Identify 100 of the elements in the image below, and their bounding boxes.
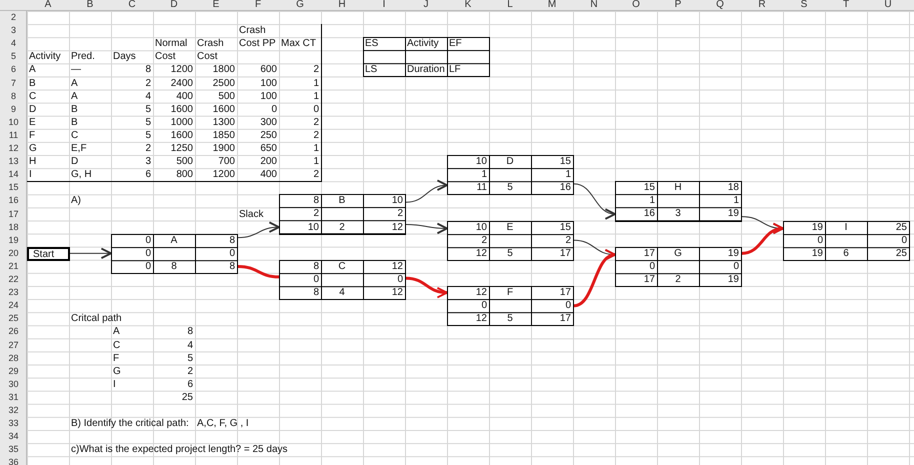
table-value: 500: [217, 90, 236, 103]
early-finish-value: 17: [558, 286, 572, 300]
late-finish-value: 19: [726, 207, 740, 220]
slack-value: 1: [732, 194, 740, 208]
column-letter: H: [337, 0, 347, 11]
late-finish-value: 8: [228, 260, 236, 273]
row-number: 27: [7, 338, 20, 352]
column-letter: B: [86, 0, 94, 11]
early-start-value: 12: [474, 286, 488, 300]
early-finish-value: 12: [390, 260, 404, 273]
key-label: EF: [448, 37, 463, 50]
row-number: 21: [7, 260, 20, 273]
key-label: Duration: [406, 63, 446, 76]
column-letter: N: [589, 0, 599, 11]
table-value: 1: [312, 76, 320, 90]
activity-box: [279, 194, 406, 235]
predecessor-text: D: [70, 155, 80, 168]
duration-value: 5: [506, 181, 514, 194]
table-value: 1800: [212, 63, 236, 76]
table-value: 6: [144, 168, 152, 182]
activity-name: A: [112, 325, 121, 338]
table-header: Crash: [196, 37, 225, 50]
table-value: 650: [259, 142, 278, 155]
early-start-value: 0: [144, 234, 152, 247]
activity-letter: H: [673, 181, 683, 194]
arrow: [574, 183, 616, 219]
row-number: 2: [10, 11, 17, 24]
row-number: 33: [7, 417, 20, 430]
slack-value: 0: [480, 299, 488, 312]
late-start-value: 0: [144, 260, 152, 273]
table-value: 1: [312, 142, 320, 155]
table-value: 1600: [170, 128, 194, 142]
activity-name: G: [112, 364, 122, 378]
slack-value: 2: [480, 234, 488, 247]
activity-box: [111, 234, 238, 274]
predecessor-text: C: [70, 128, 80, 142]
column-letter: L: [506, 0, 514, 11]
activity-name: F: [112, 352, 120, 365]
row-number: 19: [7, 234, 20, 247]
column-letter: P: [674, 0, 682, 11]
row-number: 24: [7, 299, 20, 312]
table-value: 0: [312, 102, 320, 116]
slack-value: 0: [816, 234, 824, 247]
late-start-value: 11: [476, 181, 488, 194]
table-value: 1900: [212, 142, 236, 155]
slack-value: 0: [900, 234, 908, 247]
slack-value: 1: [480, 168, 488, 182]
activity-letter: B: [338, 194, 346, 208]
activity-name: D: [28, 102, 38, 116]
late-start-value: 8: [312, 286, 320, 300]
activity-box: [447, 220, 574, 261]
early-finish-value: 8: [228, 234, 236, 247]
section-label: A): [70, 194, 82, 208]
row-number: 20: [7, 246, 20, 260]
duration-value: 2: [674, 272, 682, 286]
key-label: LS: [364, 63, 378, 76]
table-value: 5: [144, 128, 152, 142]
column-letter: K: [464, 0, 472, 11]
table-value: 5: [144, 102, 152, 116]
early-start-value: 15: [642, 181, 656, 194]
column-letter: A: [44, 0, 52, 11]
row-number: 31: [7, 390, 20, 404]
column-letter: Q: [715, 0, 725, 11]
table-value: 100: [259, 76, 278, 90]
late-finish-value: 19: [726, 272, 740, 286]
activity-box: [447, 286, 574, 326]
row-number: 34: [7, 430, 20, 444]
row-number: 7: [10, 76, 17, 90]
table-value: 2: [144, 76, 152, 90]
duration-value: 4: [186, 338, 194, 352]
table-value: 2: [312, 128, 320, 142]
late-finish-value: 12: [390, 286, 404, 300]
start-label: Start: [32, 248, 56, 261]
late-finish-value: 17: [558, 312, 572, 326]
column-letter: S: [800, 0, 808, 11]
duration-value: 8: [170, 260, 178, 273]
slack-value: 0: [732, 260, 740, 273]
slack-value: 2: [396, 207, 404, 220]
column-letter: E: [212, 0, 220, 11]
answer-text: A,C, F, G , I: [196, 417, 250, 430]
row-number: 32: [7, 404, 20, 417]
row-number: 3: [10, 24, 17, 38]
table-value: 1250: [170, 142, 194, 155]
activity-box: [783, 220, 910, 261]
late-start-value: 16: [642, 207, 656, 220]
row-number: 6: [10, 63, 17, 76]
early-start-value: 19: [810, 220, 824, 234]
late-start-value: 12: [474, 312, 488, 326]
activity-letter: E: [506, 220, 514, 234]
slack-value: 0: [228, 246, 236, 260]
table-value: 700: [217, 155, 236, 168]
activity-name: I: [28, 168, 33, 182]
table-header: Normal: [154, 37, 188, 50]
table-value: 8: [144, 63, 152, 76]
activity-name: F: [28, 128, 36, 142]
table-value: 250: [259, 128, 278, 142]
activity-name: C: [28, 90, 38, 103]
table-value: 2: [312, 168, 320, 182]
early-start-value: 17: [642, 246, 656, 260]
row-number: 16: [7, 194, 20, 208]
